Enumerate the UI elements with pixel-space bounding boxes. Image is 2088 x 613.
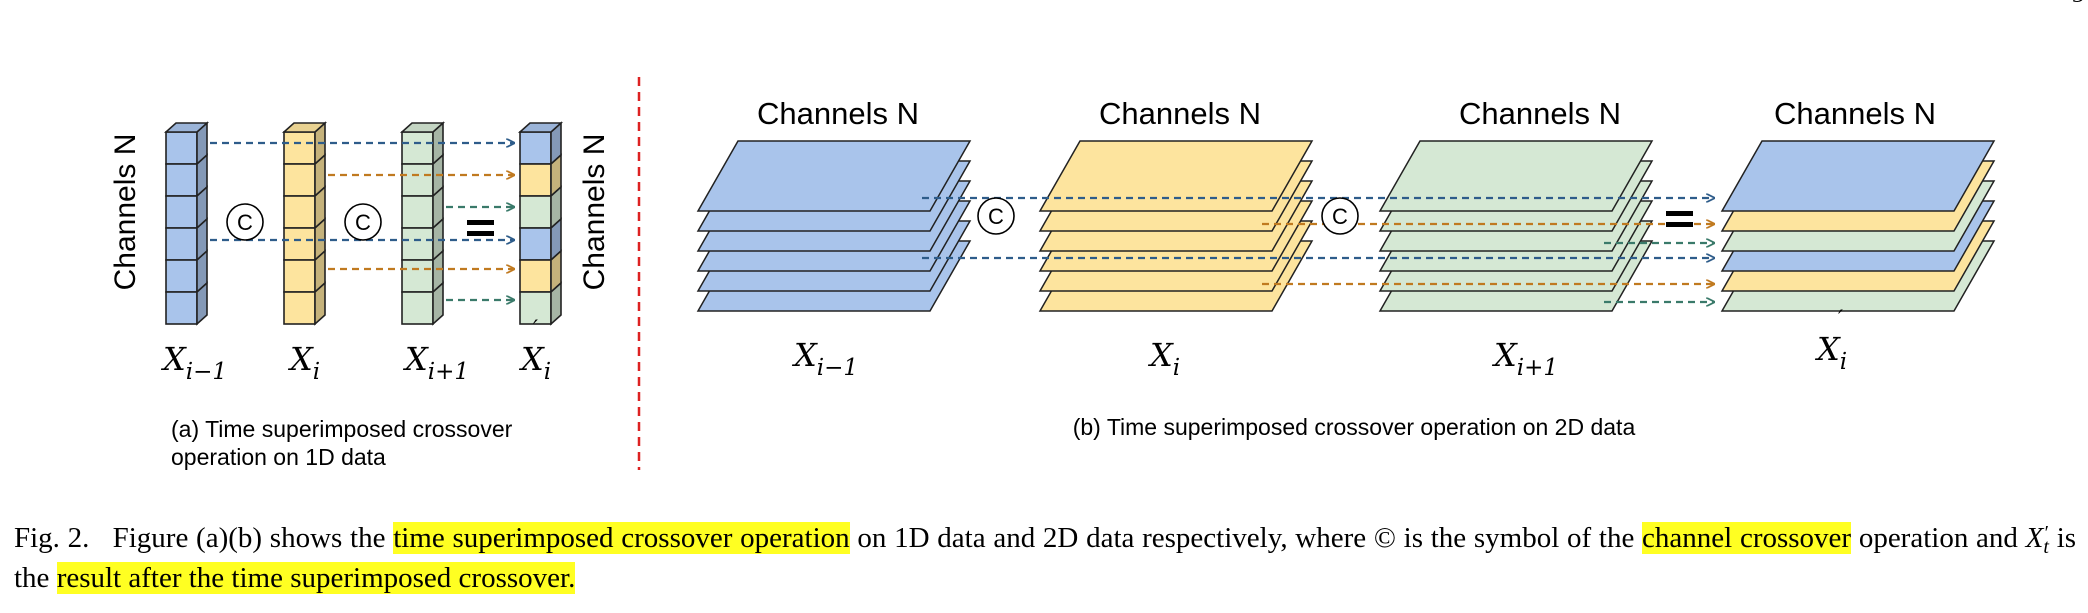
channel-cell-side bbox=[432, 281, 444, 326]
page-number: 3 bbox=[2072, 0, 2084, 9]
channel-cell bbox=[401, 259, 434, 293]
caption-text-4: is the bbox=[14, 522, 2077, 594]
caption-text-2: on 1D data and 2D data respectively, whe… bbox=[857, 522, 1635, 554]
channel-cell bbox=[519, 131, 552, 165]
label-x-i-prime: Xi′ bbox=[518, 317, 551, 385]
channel-cell bbox=[401, 131, 434, 165]
stack-label-x-i: Xi bbox=[1147, 336, 1180, 381]
panel-b-crossover-symbol-1: C bbox=[977, 197, 1015, 235]
channel-cell bbox=[165, 131, 198, 165]
crossover-symbol: C bbox=[1332, 204, 1348, 229]
channel-cell bbox=[283, 227, 316, 261]
channel-plane bbox=[1378, 140, 1654, 212]
stack-title-x-i-minus-1: Channels N bbox=[757, 96, 919, 131]
caption-highlight-2: channel crossover bbox=[1642, 522, 1852, 554]
plane-stack-x-i-minus-1 bbox=[696, 140, 972, 312]
stack-label-x-i-plus-1: Xi+1 bbox=[1491, 336, 1558, 381]
label-x-i-minus-1: Xi−1 bbox=[160, 340, 227, 385]
caption-highlight-3: result after the time superimposed cross… bbox=[56, 562, 576, 594]
panel-a-crossover-symbol-1: C bbox=[226, 203, 264, 241]
crossover-symbol: C bbox=[355, 210, 371, 235]
channel-cell-top bbox=[281, 122, 328, 133]
panel-a-crossover-symbol-2: C bbox=[344, 203, 382, 241]
channel-cell-top bbox=[517, 122, 564, 133]
stack-title-x-i-plus-1: Channels N bbox=[1459, 96, 1621, 131]
channel-cell bbox=[283, 163, 316, 197]
caption-fig-label: Fig. 2. bbox=[14, 522, 90, 554]
label-x-i-plus-1: Xi+1 bbox=[402, 340, 469, 385]
channel-cell bbox=[283, 291, 316, 325]
stack-title-x-i-prime: Channels N bbox=[1774, 96, 1936, 131]
channel-cell bbox=[401, 163, 434, 197]
plane-stack-x-i-plus-1 bbox=[1378, 140, 1654, 312]
channel-cell-top bbox=[399, 122, 446, 133]
channel-cell-side bbox=[196, 281, 208, 326]
caption-text-3: operation and bbox=[1858, 522, 2018, 554]
caption-variable: X′t bbox=[2025, 522, 2049, 559]
caption-text-1: Figure (a)(b) shows the bbox=[112, 522, 386, 554]
crossover-symbol: C bbox=[988, 204, 1004, 229]
channel-cell bbox=[519, 163, 552, 197]
channel-plane bbox=[1720, 140, 1996, 212]
figure-2: Channels N Channels N C C Xi−1 Xi Xi+1 X… bbox=[109, 77, 1996, 470]
panel-a-equals-icon bbox=[467, 220, 494, 236]
channel-cell bbox=[165, 227, 198, 261]
channel-cell-side bbox=[550, 281, 562, 326]
panel-b-equals-icon bbox=[1666, 211, 1693, 227]
plane-stack-x-i bbox=[1038, 140, 1314, 312]
tensor-column-x-i-minus-1 bbox=[163, 121, 210, 326]
channel-cell bbox=[283, 259, 316, 293]
channel-cell bbox=[165, 291, 198, 325]
channel-cell bbox=[519, 259, 552, 293]
crossover-symbol: C bbox=[237, 210, 253, 235]
panel-b-caption: (b) Time superimposed crossover operatio… bbox=[1073, 414, 1636, 440]
stack-label-x-i-minus-1: Xi−1 bbox=[791, 336, 858, 381]
channel-cell bbox=[401, 227, 434, 261]
panel-a-crossover-arrows bbox=[210, 143, 514, 300]
channel-cell bbox=[519, 195, 552, 229]
panel-a-axis-label-left: Channels N bbox=[109, 134, 142, 291]
crossover-circle-icon bbox=[344, 203, 382, 241]
panel-b: Channels N Channels N Channels N Channel… bbox=[696, 96, 1996, 440]
panel-b-crossover-symbol-2: C bbox=[1321, 197, 1359, 235]
channel-cell bbox=[165, 163, 198, 197]
panel-a-axis-label-right: Channels N bbox=[578, 134, 611, 291]
channel-plane bbox=[696, 140, 972, 212]
stack-title-x-i: Channels N bbox=[1099, 96, 1261, 131]
crossover-circle-icon bbox=[1321, 197, 1359, 235]
panel-a-caption-line-1: (a) Time superimposed crossover bbox=[171, 416, 513, 442]
channel-cell-top bbox=[163, 122, 210, 133]
panel-a: Channels N Channels N C C Xi−1 Xi Xi+1 X… bbox=[109, 121, 611, 470]
tensor-column-x-i-plus-1 bbox=[399, 121, 446, 326]
plane-stack-x-i-prime bbox=[1720, 140, 1996, 312]
channel-plane bbox=[1038, 140, 1314, 212]
channel-cell bbox=[165, 259, 198, 293]
channel-cell bbox=[283, 131, 316, 165]
crossover-circle-icon bbox=[977, 197, 1015, 235]
tensor-column-x-i-prime bbox=[517, 121, 564, 326]
channel-cell bbox=[165, 195, 198, 229]
channel-cell bbox=[401, 291, 434, 325]
crossover-circle-icon bbox=[226, 203, 264, 241]
caption-highlight-1: time superimposed crossover operation bbox=[393, 522, 850, 554]
channel-cell bbox=[519, 227, 552, 261]
tensor-column-x-i bbox=[281, 121, 328, 326]
panel-a-caption-line-2: operation on 1D data bbox=[171, 444, 386, 470]
figure-caption: Fig. 2. Figure (a)(b) shows the time sup… bbox=[14, 518, 2076, 598]
label-x-i: Xi bbox=[287, 340, 320, 385]
channel-cell bbox=[283, 195, 316, 229]
channel-cell bbox=[401, 195, 434, 229]
stack-label-x-i-prime: Xi′ bbox=[1814, 307, 1847, 375]
channel-cell-side bbox=[314, 281, 326, 326]
